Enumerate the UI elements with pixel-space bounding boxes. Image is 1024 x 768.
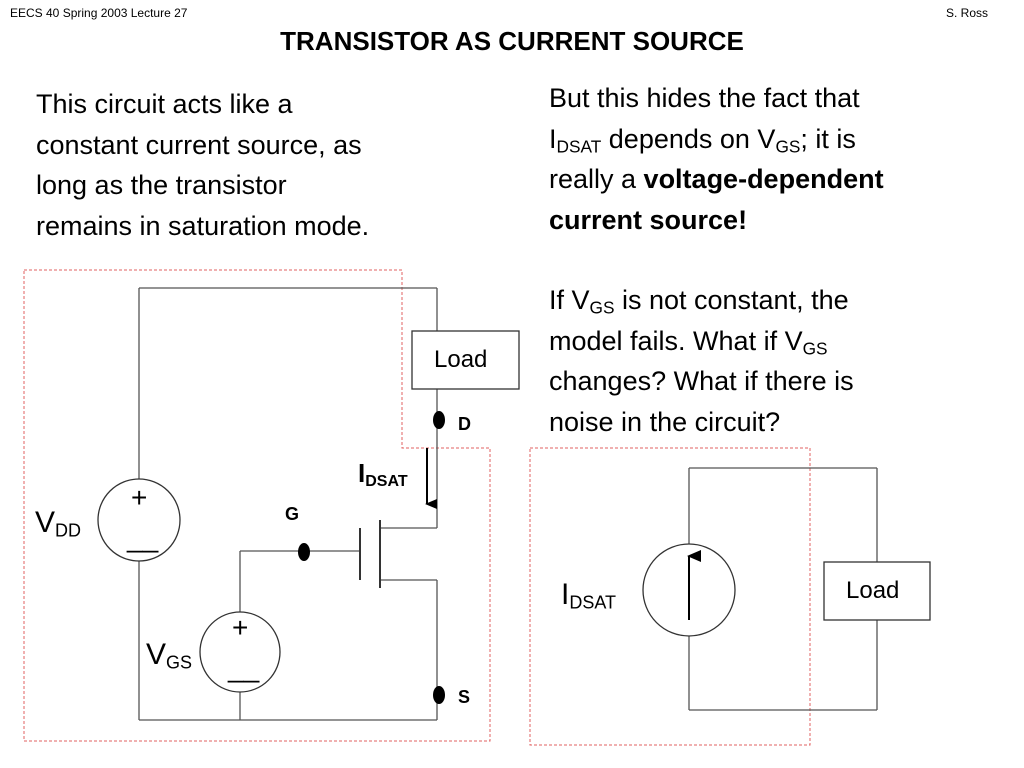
load-label-2: Load [846, 577, 900, 604]
vgs-sub: GS [775, 135, 801, 156]
voltage-dependent-text: voltage-dependent [643, 164, 884, 194]
right-line-6: model fails. What if VGS [549, 321, 1009, 362]
slide-title: TRANSISTOR AS CURRENT SOURCE [280, 26, 744, 56]
vgs-minus: __ [228, 652, 260, 683]
vdd-plus: + [131, 482, 148, 513]
vdd-sub: DD [55, 520, 82, 541]
dashed-box-upper [23, 269, 491, 742]
gate-terminal [298, 543, 310, 561]
right-paragraph: But this hides the fact that IDSAT depen… [549, 78, 1009, 442]
if-v-text: If V [549, 285, 590, 315]
right-line-7: changes? What if there is [549, 366, 854, 396]
idsat-2-sub: DSAT [569, 592, 617, 613]
right-line-2: IDSAT depends on VGS; it is [549, 119, 1009, 160]
idsat-sub: DSAT [556, 135, 602, 156]
left-line-4: remains in saturation mode. [36, 210, 370, 241]
left-line-1: This circuit acts like a [36, 89, 293, 119]
left-paragraph: This circuit acts like a constant curren… [36, 84, 506, 246]
right-line-5: If VGS is not constant, the [549, 280, 1009, 321]
drain-terminal [433, 411, 445, 429]
right-line-4: current source! [549, 204, 748, 235]
left-line-3: long as the transistor [36, 170, 287, 200]
vgs-sub-2: GS [589, 297, 615, 318]
header-author: S. Ross [945, 6, 988, 20]
load-box-2 [823, 561, 931, 621]
right-line-8: noise in the circuit? [549, 406, 781, 437]
vdd-source [97, 478, 181, 562]
idsat-1-main: I [358, 458, 366, 488]
vgs-main: V [146, 638, 167, 671]
gate-label: G [285, 504, 300, 524]
idsat-2-main: I [561, 578, 570, 611]
it-is-text: ; it is [800, 123, 856, 154]
depends-text: depends on V [601, 123, 776, 154]
idsat-label-1: IDSAT [358, 458, 408, 490]
vdd-minus: __ [127, 522, 159, 553]
idsat-label-2: IDSAT [561, 578, 617, 613]
drain-label: D [458, 414, 471, 434]
vgs-source [199, 611, 281, 693]
vdd-label: VDD [35, 506, 82, 541]
right-line-3: really a voltage-dependent [549, 159, 1009, 200]
source-label: S [458, 687, 471, 707]
vgs-sub-3: GS [802, 337, 828, 358]
dashed-box-right [529, 447, 811, 746]
left-line-2: constant current source, as [36, 129, 362, 160]
really-a-text: really a [549, 164, 644, 194]
source-terminal [433, 686, 445, 704]
idsat-1-sub: DSAT [365, 473, 408, 490]
vgs-plus: + [232, 612, 249, 643]
right-line-1: But this hides the fact that [549, 83, 860, 113]
vdd-main: V [35, 506, 56, 539]
model-fails-text: model fails. What if V [549, 325, 803, 356]
load-box-1 [411, 330, 520, 390]
not-constant-text: is not constant, the [614, 285, 849, 315]
idsat-main: I [549, 123, 557, 154]
load-label-1: Load [434, 346, 488, 373]
vgs-sub-label: GS [166, 652, 193, 673]
header-lecture: EECS 40 Spring 2003 Lecture 27 [10, 6, 188, 20]
vgs-label: VGS [146, 638, 193, 673]
